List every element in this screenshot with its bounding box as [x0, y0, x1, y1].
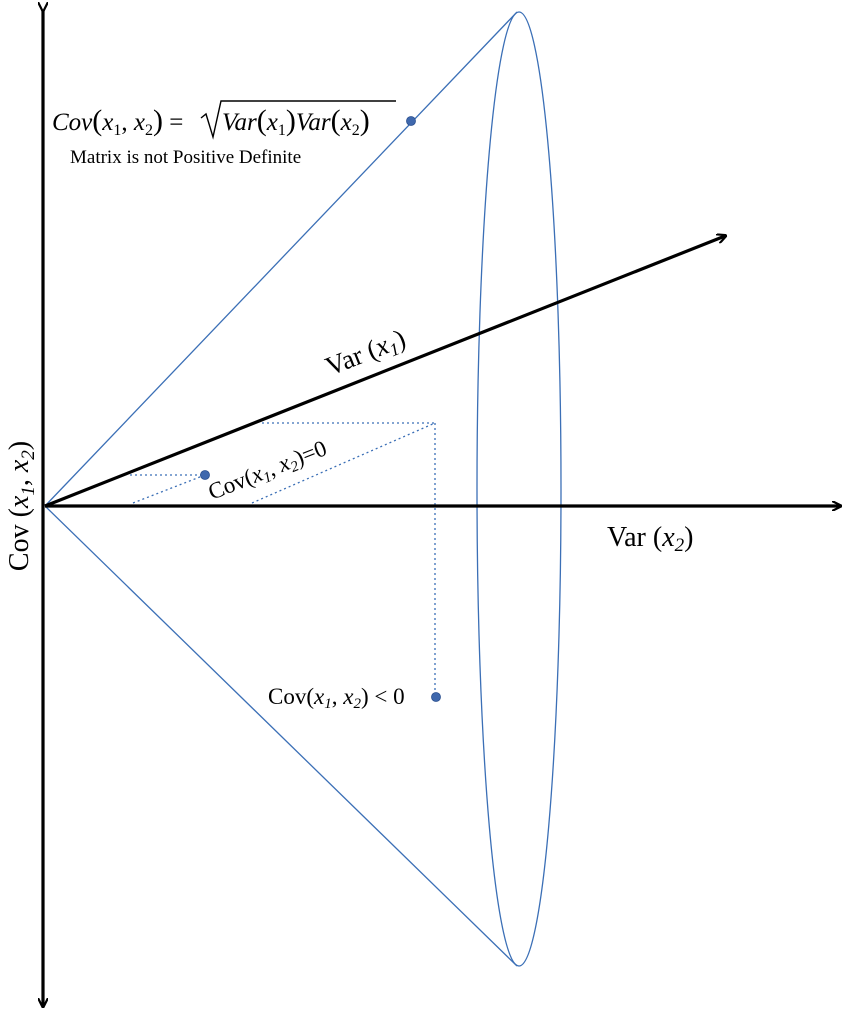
formula-radicand: Var(x1)Var(x2) — [222, 104, 370, 139]
var-x2-label-sub: 2 — [675, 535, 685, 556]
cone-base-ellipse — [476, 11, 562, 967]
formula-lhs-s2: 2 — [145, 122, 153, 139]
formula-s-b: 2 — [352, 122, 360, 139]
var-x1-axis — [44, 236, 725, 508]
var-x2-label: Var (x2) — [607, 522, 693, 556]
formula-var-b: Var — [296, 109, 331, 136]
formula-x-a: x — [266, 109, 278, 136]
formula-lhs-close: ) — [153, 104, 163, 137]
cov-negative-label-sub1: 1 — [324, 696, 332, 712]
boundary-point — [406, 116, 416, 126]
cov-axis-label-x1: x — [4, 495, 35, 509]
formula-lhs-x1: x — [101, 109, 113, 136]
cov-axis-label: Cov (x1, x2) — [4, 441, 39, 571]
cov-negative-label-suffix: ) < 0 — [361, 684, 405, 709]
formula-var-a: Var — [222, 109, 257, 136]
projection-lines — [130, 422, 436, 696]
negative-cov-point — [431, 692, 441, 702]
boundary-note: Matrix is not Positive Definite — [70, 147, 301, 168]
formula-lhs-s1: 1 — [113, 122, 121, 139]
cov-negative-label-sep: , — [332, 684, 344, 709]
formula-lhs: Cov(x1, x2) = — [52, 104, 183, 139]
formula-open-a: ( — [257, 104, 267, 137]
cov-axis-label-sub1: 1 — [18, 486, 39, 496]
cov-axis-label-sub2: 2 — [18, 450, 39, 460]
cone-lower-edge — [44, 505, 518, 967]
cov-negative-label-x1: x — [313, 684, 325, 709]
cov-axis-label-suffix: ) — [4, 441, 35, 450]
cov-axis-label-sep: , — [4, 472, 35, 486]
formula-close-b: ) — [360, 104, 370, 137]
formula-lhs-x2: x — [133, 109, 145, 136]
zero-cov-point — [200, 470, 210, 480]
formula-open-b: ( — [331, 104, 341, 137]
cov-zero-label: Cov(x1, x2)=0 — [205, 435, 332, 507]
var-x2-label-suffix: ) — [684, 522, 693, 553]
formula-lhs-open: ( — [92, 104, 102, 137]
cone-upper-edge — [44, 11, 518, 507]
boundary-formula: Cov(x1, x2) = Var(x1)Var(x2) — [52, 100, 396, 140]
cov-negative-label-x2: x — [342, 684, 354, 709]
formula-close-a: ) — [286, 104, 296, 137]
var-x2-label-var: x — [661, 522, 675, 553]
cov-negative-label-prefix: Cov( — [268, 684, 314, 709]
neg-dotted-diag — [251, 422, 436, 504]
formula-lhs-comma: , — [121, 109, 134, 136]
formula-cov: Cov — [52, 109, 93, 136]
sqrt-sign — [200, 100, 396, 140]
formula-x-b: x — [340, 109, 352, 136]
var-x1-label: Var (x1) — [321, 323, 411, 384]
cov-negative-label: Cov(x1, x2) < 0 — [268, 684, 405, 712]
formula-s-a: 1 — [278, 122, 286, 139]
cov-axis-label-x2: x — [4, 459, 35, 473]
axes — [43, 10, 840, 1006]
zero-dotted-diag — [132, 474, 206, 504]
points — [200, 116, 441, 702]
cone — [44, 11, 562, 967]
cov-axis-label-prefix: Cov ( — [4, 508, 35, 571]
cov-negative-label-sub2: 2 — [353, 696, 361, 712]
formula-equals: = — [163, 109, 183, 136]
var-x2-label-prefix: Var ( — [607, 522, 662, 553]
